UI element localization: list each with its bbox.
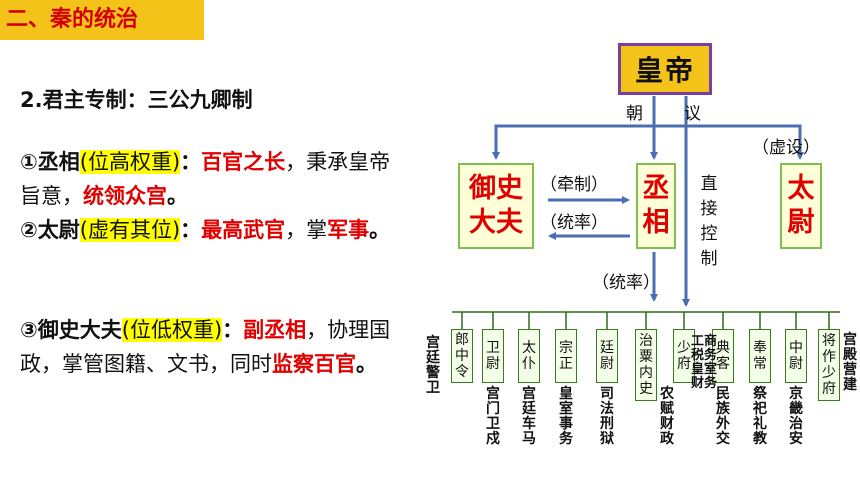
para2-red1: 最高武官	[201, 218, 286, 242]
para2-head: ②太尉	[20, 218, 80, 242]
minister-box: 中尉	[785, 329, 807, 383]
para1-red2: 统领众宫	[83, 184, 167, 208]
duty-label: 祭祀礼教	[753, 386, 767, 447]
para1-colon: ：	[180, 150, 202, 174]
para1-end: 。	[167, 184, 188, 208]
minister-box: 典客	[712, 329, 734, 383]
minister-box: 太仆	[518, 329, 540, 383]
direct-control-label: 直接控制	[700, 174, 718, 269]
duty-label: 京畿治安	[789, 386, 803, 447]
para2-colon: ：	[180, 218, 202, 242]
para1-text: ，秉承皇帝旨意，	[20, 150, 391, 208]
para3-colon: ：	[222, 318, 244, 342]
court-label-left: 朝	[626, 104, 643, 124]
restrain-label: （牵制）	[540, 175, 608, 195]
duty-label: 工商税务皇室财务	[690, 334, 717, 391]
para1-highlight: (位高权重)	[79, 150, 181, 174]
para2-text: ，掌	[285, 218, 328, 242]
para1-red1: 百官之长	[201, 150, 286, 174]
para1-head: ①丞相	[20, 150, 80, 174]
chengxiang-box: 丞相	[636, 163, 676, 249]
lead-label-ministers: （统率）	[592, 273, 660, 293]
minister-box: 卫尉	[482, 329, 504, 383]
minister-box: 奉常	[749, 329, 771, 383]
lead-label: （统率）	[540, 213, 608, 233]
duty-label: 皇室事务	[559, 386, 573, 447]
duty-label: 农赋财政	[660, 386, 674, 447]
para3-red2: 监察百官	[272, 352, 356, 376]
para3-end: 。	[356, 352, 377, 376]
duty-label: 宫殿营建	[843, 332, 857, 393]
duty-label: 民族外交	[716, 386, 730, 447]
subtitle: 2.君主专制：三公九卿制	[20, 88, 253, 112]
duty-label: 宫门卫戍	[486, 386, 500, 447]
para3-text: ，协理国政，掌管图籍、文书，同时	[20, 318, 391, 376]
minister-box: 少府	[673, 329, 695, 383]
paragraph-taiwei: ②太尉(虚有其位)：最高武官，掌军事。	[20, 213, 400, 247]
para2-end: 。	[369, 218, 391, 242]
para3-head: ③御史大夫	[20, 318, 122, 342]
paragraph-chengxiang: ①丞相(位高权重)：百官之长，秉承皇帝旨意，统领众宫。	[20, 145, 400, 213]
yushi-box: 御史大夫	[458, 163, 534, 249]
minister-box: 治粟内史	[635, 329, 657, 401]
court-label-right: 议	[684, 104, 701, 124]
para3-highlight: (位低权重)	[121, 318, 223, 342]
duty-label: 宫廷警卫	[426, 335, 440, 396]
virtual-label: （虚设）	[752, 138, 820, 158]
section-title: 二、秦的统治	[0, 0, 204, 40]
minister-box: 郎中令	[451, 329, 473, 383]
minister-box: 宗正	[555, 329, 577, 383]
para3-red1: 副丞相	[243, 318, 307, 342]
taiwei-box: 太尉	[780, 163, 822, 249]
minister-box: 将作少府	[818, 329, 840, 401]
minister-box: 廷尉	[596, 329, 618, 383]
para2-highlight: (虚有其位)	[79, 218, 181, 242]
duty-label: 司法刑狱	[600, 386, 614, 447]
emperor-box: 皇帝	[618, 43, 712, 95]
paragraph-yushi: ③御史大夫(位低权重)：副丞相，协理国政，掌管图籍、文书，同时监察百官。	[20, 313, 400, 381]
para2-red2: 军事	[327, 218, 370, 242]
duty-label: 宫廷车马	[522, 386, 536, 447]
